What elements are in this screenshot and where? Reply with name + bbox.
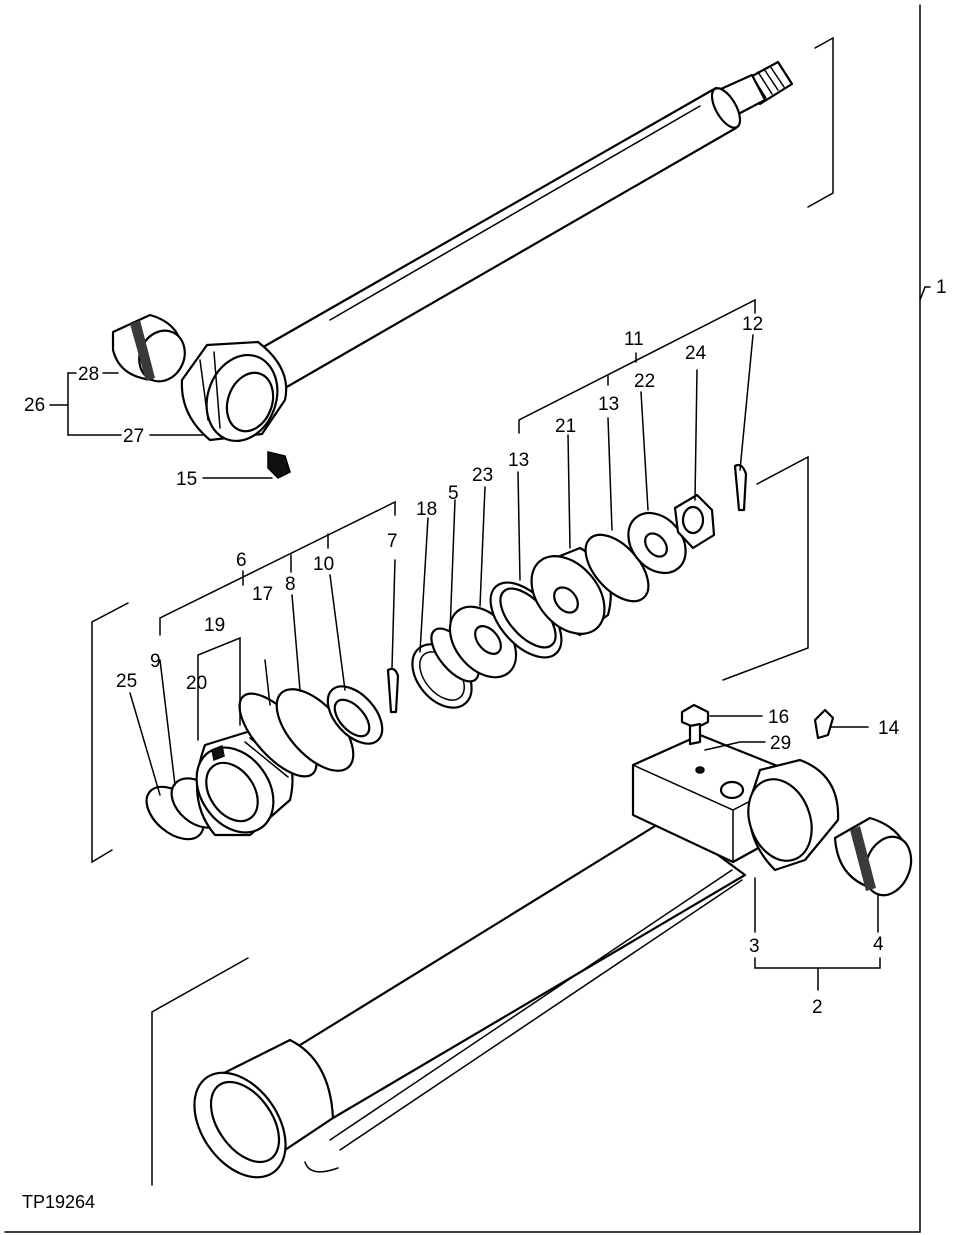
piston-rod (256, 60, 794, 390)
callout-14: 14 (878, 718, 900, 739)
bolt-16 (680, 703, 710, 746)
callout-8: 8 (285, 574, 296, 595)
piston-parts-bracket-left (91, 602, 129, 864)
nut-24 (673, 493, 716, 550)
callout-19: 19 (204, 615, 225, 636)
callout-26: 26 (24, 395, 45, 416)
callout-16: 16 (768, 707, 789, 728)
gland-19 (195, 723, 301, 837)
cylinder-barrel (193, 816, 747, 1179)
callout-25: 25 (116, 671, 137, 692)
rod-eye (180, 340, 288, 443)
callout-12: 12 (742, 314, 763, 335)
cotter-pin-12 (733, 463, 748, 512)
callout-2: 2 (812, 997, 823, 1018)
callout-1: 1 (936, 277, 947, 298)
barrel-eye-bushing-4 (833, 816, 913, 897)
callout-28: 28 (78, 364, 99, 385)
piston-parts-bracket-right (722, 455, 809, 681)
callout-21: 21 (555, 416, 576, 437)
callout-24: 24 (685, 343, 707, 364)
grease-fitting-15 (267, 451, 291, 479)
callout-11: 11 (624, 329, 644, 350)
callout-29: 29 (770, 733, 791, 754)
barrel-eye-3 (747, 758, 840, 872)
rod-break-bracket (807, 36, 834, 208)
callout-15: 15 (176, 469, 197, 490)
callout-6: 6 (236, 550, 247, 571)
callout-18: 18 (416, 499, 437, 520)
callout-5: 5 (448, 483, 459, 504)
callout-10: 10 (313, 554, 334, 575)
callout-4: 4 (873, 934, 884, 955)
seal-10 (326, 685, 384, 745)
callout-20: 20 (186, 673, 207, 694)
grease-fitting-14 (813, 708, 835, 740)
washer-22 (627, 511, 687, 575)
barrel-break-bracket (151, 957, 249, 1186)
callout-3: 3 (749, 936, 760, 957)
frame-line (4, 4, 921, 1233)
callout-27: 27 (123, 426, 144, 447)
leader-lines (49, 286, 931, 991)
callout-23: 23 (472, 465, 493, 486)
callout-13b: 13 (598, 394, 619, 415)
callout-7: 7 (387, 531, 398, 552)
rod-eye-bushing (111, 313, 186, 383)
callout-22: 22 (634, 371, 655, 392)
callout-13a: 13 (508, 450, 529, 471)
callout-17: 17 (252, 584, 273, 605)
cotter-pin-7 (386, 667, 400, 714)
figure-id: TP19264 (22, 1192, 95, 1212)
callout-9: 9 (150, 651, 161, 672)
callout-labels: 1 2 3 4 5 6 7 8 9 10 11 12 13 13 14 15 1… (24, 277, 947, 1018)
